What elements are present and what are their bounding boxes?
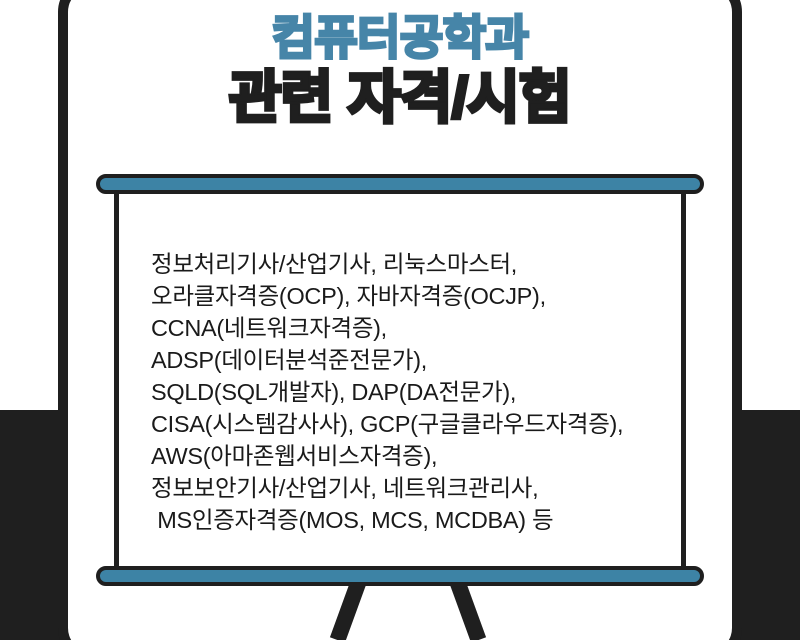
headline-block: 컴퓨터공학과 관련 자격/시험 xyxy=(58,10,742,133)
certification-line: 정보보안기사/산업기사, 네트워크관리사, xyxy=(151,475,539,501)
right-side-block xyxy=(738,410,800,640)
certification-line: 오라클자격증(OCP), 자바자격증(OCJP), xyxy=(151,283,546,309)
certification-line: 정보처리기사/산업기사, 리눅스마스터, xyxy=(151,251,518,277)
certification-line: CISA(시스템감사사), GCP(구글클라우드자격증), xyxy=(151,411,624,437)
screen-top-rail xyxy=(96,174,704,194)
screen-bottom-rail xyxy=(96,566,704,586)
certification-line: ADSP(데이터분석준전문가), xyxy=(151,347,427,373)
certification-line: SQLD(SQL개발자), DAP(DA전문가), xyxy=(151,379,517,405)
certification-list: 정보처리기사/산업기사, 리눅스마스터, 오라클자격증(OCP), 자바자격증(O… xyxy=(151,248,711,536)
left-side-block xyxy=(0,410,62,640)
headline-line-1: 컴퓨터공학과 xyxy=(270,10,530,66)
screen-canvas: 정보처리기사/산업기사, 리눅스마스터, 오라클자격증(OCP), 자바자격증(O… xyxy=(114,190,686,574)
certification-line: AWS(아마존웹서비스자격증), xyxy=(151,443,438,469)
headline-line-2: 관련 자격/시험 xyxy=(227,64,574,132)
certification-line: CCNA(네트워크자격증), xyxy=(151,315,387,341)
certification-line: MS인증자격증(MOS, MCS, MCDBA) 등 xyxy=(151,507,554,533)
projector-screen: 정보처리기사/산업기사, 리눅스마스터, 오라클자격증(OCP), 자바자격증(O… xyxy=(96,174,704,586)
